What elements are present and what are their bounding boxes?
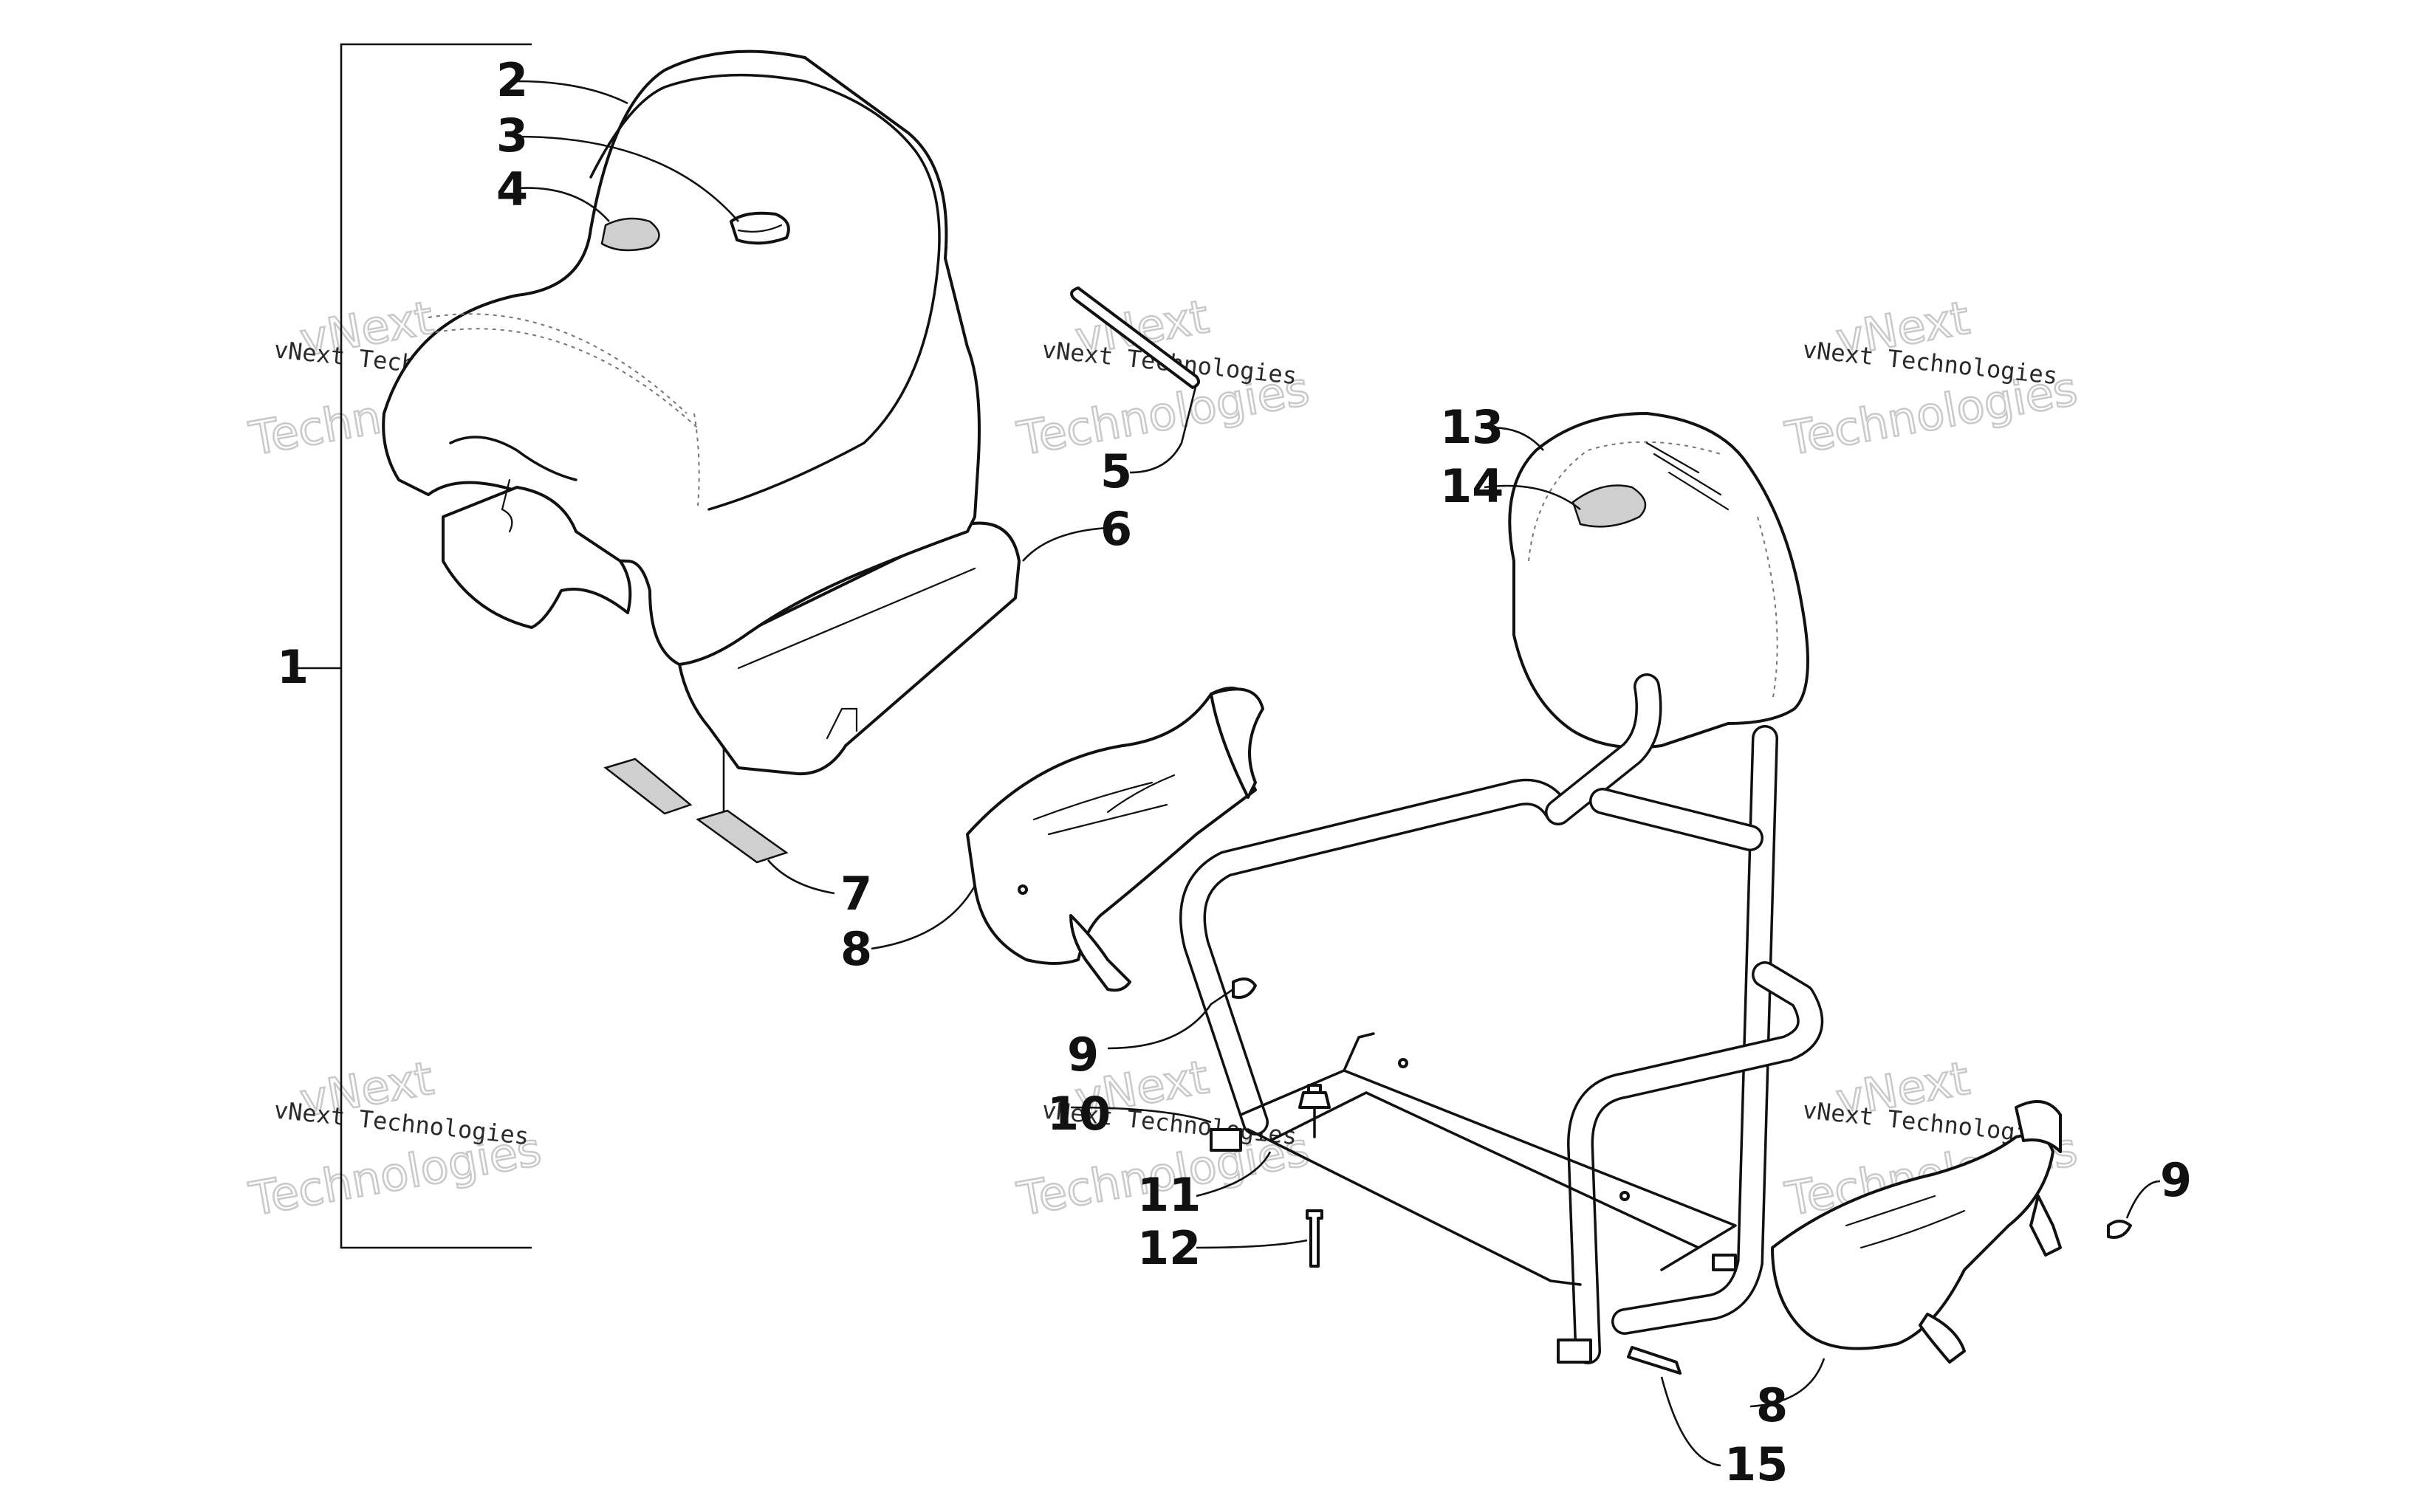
side-panel-right-strap bbox=[2015, 1100, 2062, 1153]
frame-base-rail bbox=[1239, 1032, 1737, 1271]
side-panel-right-strap-bottom bbox=[1919, 1313, 1966, 1364]
callout-2: 2 bbox=[496, 53, 528, 107]
frame-base-rail-lower bbox=[1247, 1128, 1582, 1286]
callout-3: 3 bbox=[496, 109, 528, 162]
side-panel-left-shell bbox=[966, 687, 1257, 965]
leader-12 bbox=[1196, 1239, 1308, 1249]
frame-hole bbox=[1398, 1058, 1408, 1068]
seat-base-edge bbox=[737, 567, 976, 740]
pin-item-15 bbox=[1627, 1346, 1682, 1375]
nut-item-10 bbox=[1298, 1084, 1331, 1109]
callout-1: 1 bbox=[277, 640, 309, 694]
seat-piping bbox=[589, 73, 941, 511]
bolt-item-12 bbox=[1306, 1209, 1323, 1268]
seat-stitching bbox=[428, 313, 700, 506]
callout-9-right: 9 bbox=[2160, 1153, 2192, 1207]
seat-assembly bbox=[382, 49, 1021, 776]
seat-front-recess bbox=[449, 436, 577, 481]
callout-6: 6 bbox=[1100, 502, 1132, 556]
seat-rod bbox=[1070, 286, 1201, 389]
leader-9-right bbox=[2125, 1180, 2161, 1219]
seat-underside-pan bbox=[442, 486, 632, 629]
leader-6 bbox=[1022, 526, 1108, 562]
seat-emblem-detail bbox=[737, 224, 783, 233]
callout-15: 15 bbox=[1724, 1437, 1788, 1491]
velcro-strip-lower bbox=[696, 809, 789, 864]
side-panel-right bbox=[1771, 1100, 2062, 1364]
seat-foam-patch bbox=[600, 217, 660, 252]
leader-2 bbox=[516, 80, 628, 105]
frame-bracket bbox=[1210, 1128, 1242, 1152]
callout-9-left: 9 bbox=[1067, 1028, 1099, 1082]
callout-7: 7 bbox=[840, 867, 872, 921]
leader-3 bbox=[516, 135, 739, 222]
side-panel-left-strap-bottom bbox=[1069, 914, 1131, 992]
callout-12: 12 bbox=[1137, 1221, 1201, 1275]
side-panel-right-shell bbox=[1771, 1133, 2054, 1350]
leader-8-right bbox=[1749, 1358, 1826, 1408]
leader-4 bbox=[516, 187, 610, 222]
fastener-item-9-left bbox=[1232, 977, 1257, 999]
leader-lines bbox=[516, 80, 2161, 1467]
callout-13: 13 bbox=[1440, 400, 1504, 454]
side-panel-left-folds bbox=[1032, 774, 1176, 836]
velcro-strip-upper bbox=[603, 757, 693, 815]
leader-10 bbox=[1070, 1106, 1212, 1124]
backrest-pad-stitching bbox=[1528, 441, 1778, 702]
leader-11 bbox=[1196, 1151, 1272, 1197]
seat-emblem bbox=[730, 211, 790, 245]
leader-7 bbox=[767, 859, 835, 895]
leader-5 bbox=[1129, 383, 1198, 474]
backrest-frame bbox=[1179, 673, 1824, 1364]
leader-13 bbox=[1484, 427, 1544, 451]
leader-14 bbox=[1484, 484, 1581, 511]
backrest-pad-logo-text bbox=[1645, 441, 1730, 511]
callout-11: 11 bbox=[1137, 1168, 1201, 1222]
callout-numbers: 1 2 3 4 5 6 7 8 9 10 11 12 13 14 9 8 15 bbox=[277, 53, 2192, 1491]
fastener-item-9-right bbox=[2107, 1220, 2132, 1239]
side-panel-right-folds bbox=[1845, 1195, 1966, 1249]
side-panel-left bbox=[966, 687, 1264, 992]
seat-underside-detail bbox=[501, 478, 513, 533]
frame-foot bbox=[1712, 1254, 1737, 1271]
side-panel-left-strap-top bbox=[1210, 687, 1264, 799]
frame-hole bbox=[1619, 1191, 1630, 1201]
frame-tube-front bbox=[1567, 961, 1824, 1364]
side-panel-left-rivet bbox=[1018, 884, 1028, 895]
callout-8-left: 8 bbox=[840, 922, 872, 976]
callout-8-right: 8 bbox=[1756, 1378, 1788, 1432]
callout-4: 4 bbox=[496, 162, 528, 216]
leader-9-left bbox=[1107, 988, 1234, 1050]
backrest-logo-patch bbox=[1571, 484, 1647, 528]
callout-14: 14 bbox=[1440, 459, 1504, 513]
leader-15 bbox=[1660, 1376, 1721, 1467]
frame-foot bbox=[1557, 1339, 1592, 1364]
assembly-bracket bbox=[295, 43, 532, 1249]
side-panel-right-tab bbox=[2029, 1195, 2062, 1257]
callout-10: 10 bbox=[1047, 1087, 1111, 1141]
leader-8-left bbox=[871, 885, 976, 950]
callout-5: 5 bbox=[1100, 444, 1132, 498]
